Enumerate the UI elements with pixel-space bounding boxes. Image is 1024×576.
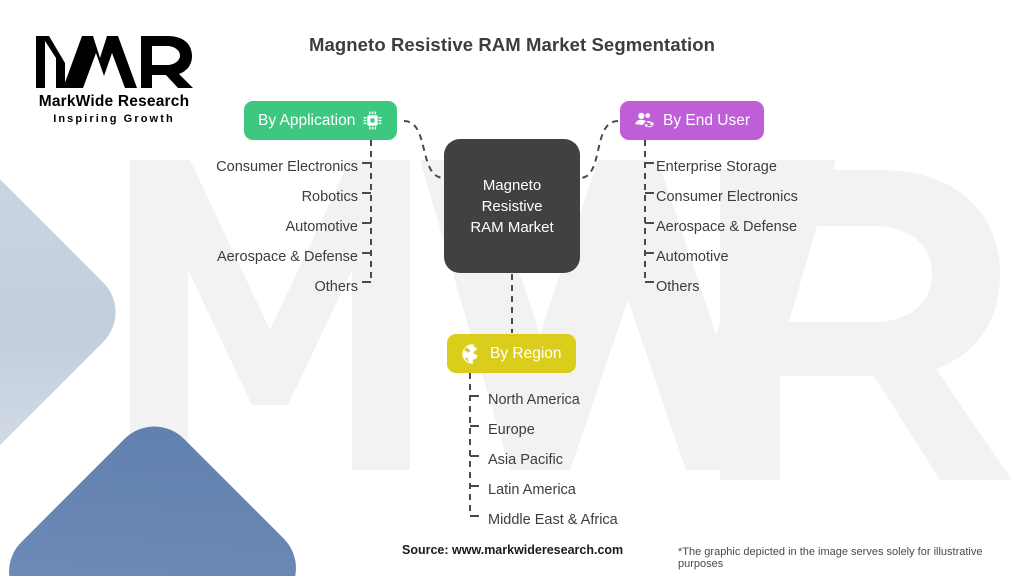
center-node: Magneto Resistive RAM Market xyxy=(444,139,580,273)
list-item: Middle East & Africa xyxy=(488,512,618,528)
connector-application-to-center xyxy=(403,120,445,179)
connector-enduser-to-center xyxy=(579,120,619,179)
center-node-line-1: Magneto xyxy=(482,176,542,194)
list-item: Aerospace & Defense xyxy=(216,249,358,265)
users-refresh-icon xyxy=(634,110,656,132)
center-node-line-2: Resistive xyxy=(481,197,543,215)
center-node-line-3: RAM Market xyxy=(470,218,554,236)
decorative-square-dark xyxy=(0,409,314,576)
badge-region-label: By Region xyxy=(490,344,562,362)
brand-name: MarkWide Research xyxy=(38,93,190,110)
list-item: Others xyxy=(314,279,358,295)
list-item: Automotive xyxy=(656,249,729,265)
decorative-square-light xyxy=(0,149,133,486)
brand-logo: MarkWide Research Inspiring Growth xyxy=(26,32,202,125)
list-item: Automotive xyxy=(285,219,358,235)
microchip-icon xyxy=(362,110,383,131)
disclaimer-text: *The graphic depicted in the image serve… xyxy=(678,546,983,570)
branch-list-end-user: Enterprise Storage Consumer Electronics … xyxy=(656,152,798,302)
list-item: Others xyxy=(656,279,700,295)
list-item: Aerospace & Defense xyxy=(656,219,798,235)
globe-icon xyxy=(461,343,483,365)
list-item: Asia Pacific xyxy=(488,452,563,468)
branch-list-application: Consumer Electronics Robotics Automotive… xyxy=(186,152,358,302)
list-item: Consumer Electronics xyxy=(216,159,358,175)
mwr-logo-mark xyxy=(36,36,193,88)
badge-by-region[interactable]: By Region xyxy=(447,334,576,373)
badge-enduser-label: By End User xyxy=(663,111,751,129)
list-item: North America xyxy=(488,392,580,408)
list-item: Europe xyxy=(488,422,535,438)
list-item: Latin America xyxy=(488,482,576,498)
badge-application-label: By Application xyxy=(258,111,356,129)
page-title: Magneto Resistive RAM Market Segmentatio… xyxy=(308,34,716,55)
brand-tagline: Inspiring Growth xyxy=(53,113,175,125)
branch-list-region: North America Europe Asia Pacific Latin … xyxy=(488,385,618,535)
list-item: Consumer Electronics xyxy=(656,189,798,205)
list-item: Enterprise Storage xyxy=(656,159,777,175)
badge-by-application[interactable]: By Application xyxy=(244,101,398,140)
source-text: Source: www.markwideresearch.com xyxy=(402,543,624,557)
list-item: Robotics xyxy=(301,189,358,205)
badge-by-end-user[interactable]: By End User xyxy=(620,101,765,140)
